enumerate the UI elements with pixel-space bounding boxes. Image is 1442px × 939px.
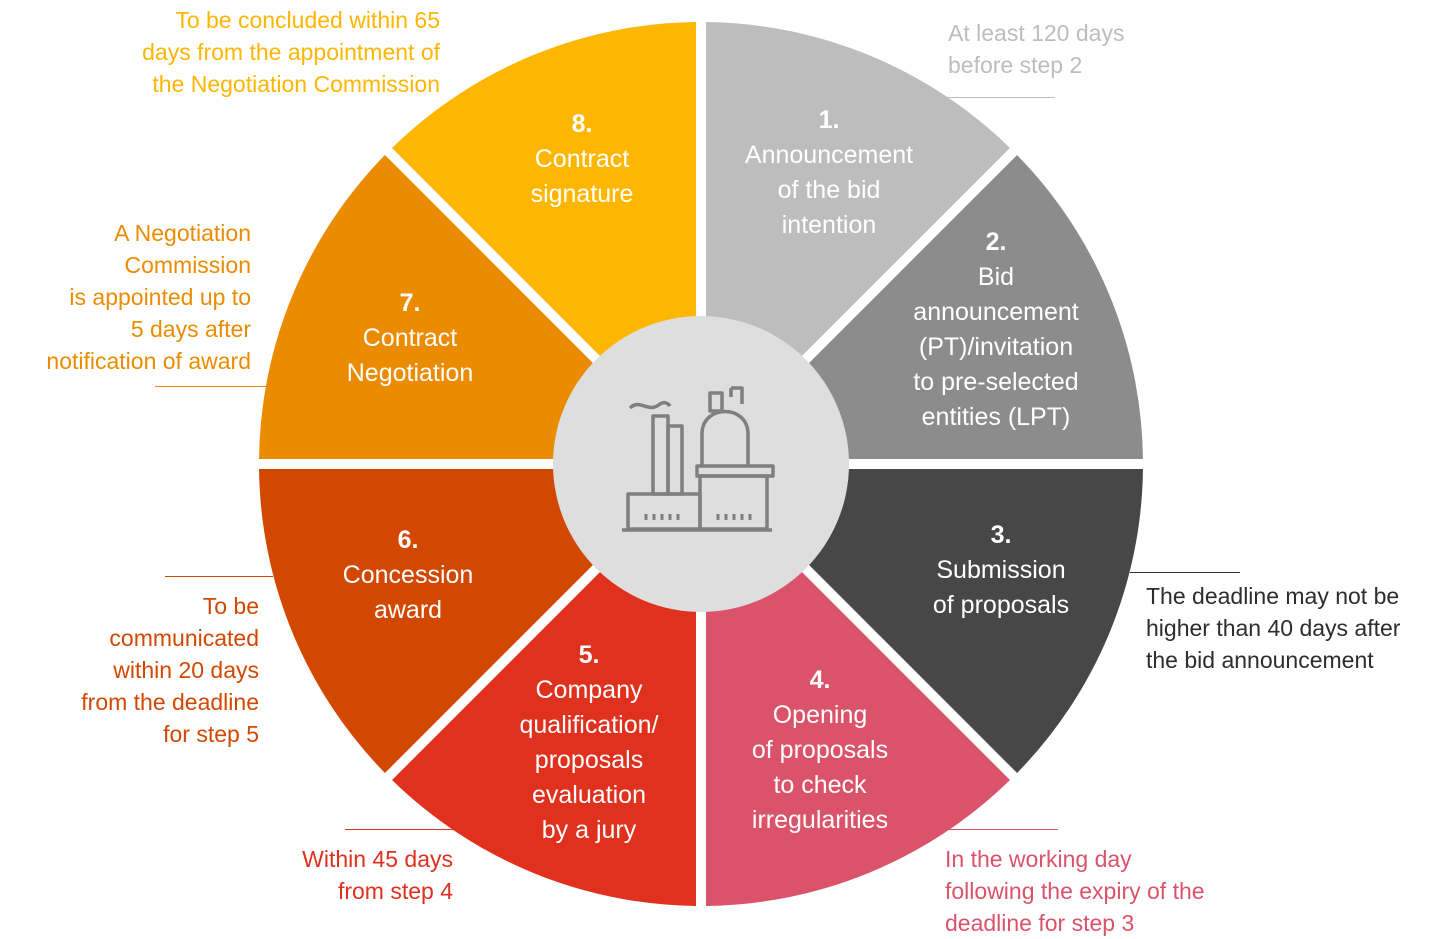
step-label-line: entities (LPT) (922, 403, 1071, 431)
note-line: days from the appointment of (142, 39, 440, 65)
step-label-line: intention (782, 211, 877, 239)
note-step1: At least 120 days before step 2 (948, 17, 1124, 81)
note-step3: The deadline may not be higher than 40 d… (1146, 580, 1400, 676)
note-rule-step6 (165, 576, 273, 577)
step-number: 2. (986, 228, 1007, 256)
step-label-line: irregularities (752, 806, 888, 834)
note-line: before step 2 (948, 52, 1083, 78)
step-label-line: to pre-selected (913, 368, 1078, 396)
segment-label-step-8: 8. Contract signature (531, 110, 634, 208)
step-label-line: announcement (913, 298, 1078, 326)
note-line: At least 120 days (948, 20, 1125, 46)
note-line: Commission (124, 252, 251, 278)
note-line: In the working day (945, 846, 1132, 872)
step-number: 5. (579, 641, 600, 669)
segment-label-step-2: 2. Bid announcement (PT)/invitation to pre-s… (913, 228, 1078, 431)
note-rule-step1 (943, 97, 1055, 98)
note-line: within 20 days (113, 657, 259, 683)
note-line: the Negotiation Commission (152, 71, 440, 97)
step-number: 6. (398, 526, 419, 554)
note-line: the bid announcement (1146, 647, 1374, 673)
factory-icon (622, 386, 775, 532)
note-line: Within 45 days (302, 846, 453, 872)
segment-label-step-6: 6. Concession award (343, 526, 474, 624)
note-step4: In the working day following the expiry … (945, 843, 1205, 939)
note-rule-step7 (155, 386, 267, 387)
step-label-line: evaluation (532, 781, 646, 809)
note-line: 5 days after (130, 316, 251, 342)
note-step6: To be communicated within 20 days from t… (20, 590, 259, 750)
step-number: 1. (819, 106, 840, 134)
note-line: notification of award (46, 348, 251, 374)
step-label-line: Contract (363, 324, 458, 352)
note-line: from step 4 (337, 878, 453, 904)
step-label-line: signature (531, 180, 634, 208)
note-step8: To be concluded within 65 days from the … (60, 4, 440, 100)
note-line: is appointed up to (69, 284, 251, 310)
step-label-line: by a jury (542, 816, 637, 844)
note-line: from the deadline (81, 689, 259, 715)
note-rule-step3 (1130, 572, 1240, 573)
step-label-line: of proposals (933, 591, 1069, 619)
step-label-line: Opening (773, 701, 868, 729)
step-label-line: Concession (343, 561, 474, 589)
note-line: To be (202, 593, 259, 619)
step-label-line: Announcement (745, 141, 913, 169)
step-label-line: Company (536, 676, 643, 704)
step-label-line: qualification/ (520, 711, 659, 739)
step-label-line: Bid (978, 263, 1014, 291)
step-label-line: Submission (936, 556, 1065, 584)
note-step7: A Negotiation Commission is appointed up… (0, 217, 251, 377)
note-line: higher than 40 days after (1146, 615, 1401, 641)
note-line: deadline for step 3 (945, 910, 1135, 936)
step-label-line: to check (773, 771, 867, 799)
note-line: communicated (109, 625, 259, 651)
step-number: 7. (400, 289, 421, 317)
note-step5: Within 45 days from step 4 (200, 843, 453, 907)
step-label-line: (PT)/invitation (919, 333, 1073, 361)
note-rule-step4 (945, 829, 1058, 830)
step-label-line: of proposals (752, 736, 888, 764)
note-line: The deadline may not be (1146, 583, 1400, 609)
note-line: A Negotiation (114, 220, 251, 246)
step-label-line: proposals (535, 746, 643, 774)
note-line: following the expiry of the (945, 878, 1205, 904)
step-label-line: award (374, 596, 442, 624)
segment-label-step-4: 4. Opening of proposals to check irregularit… (752, 666, 888, 834)
note-line: To be concluded within 65 (175, 7, 440, 33)
step-label-line: of the bid (778, 176, 881, 204)
note-rule-step5 (345, 829, 455, 830)
segment-label-step-3: 3. Submission of proposals (933, 521, 1069, 619)
step-number: 8. (572, 110, 593, 138)
step-label-line: Negotiation (347, 359, 473, 387)
step-number: 4. (810, 666, 831, 694)
step-number: 3. (991, 521, 1012, 549)
segment-label-step-5: 5. Company qualification/proposals evaluati… (520, 641, 659, 844)
segment-label-step-1: 1. Announcement of the bid intention (745, 106, 913, 239)
step-label-line: Contract (535, 145, 630, 173)
note-line: for step 5 (163, 721, 259, 747)
